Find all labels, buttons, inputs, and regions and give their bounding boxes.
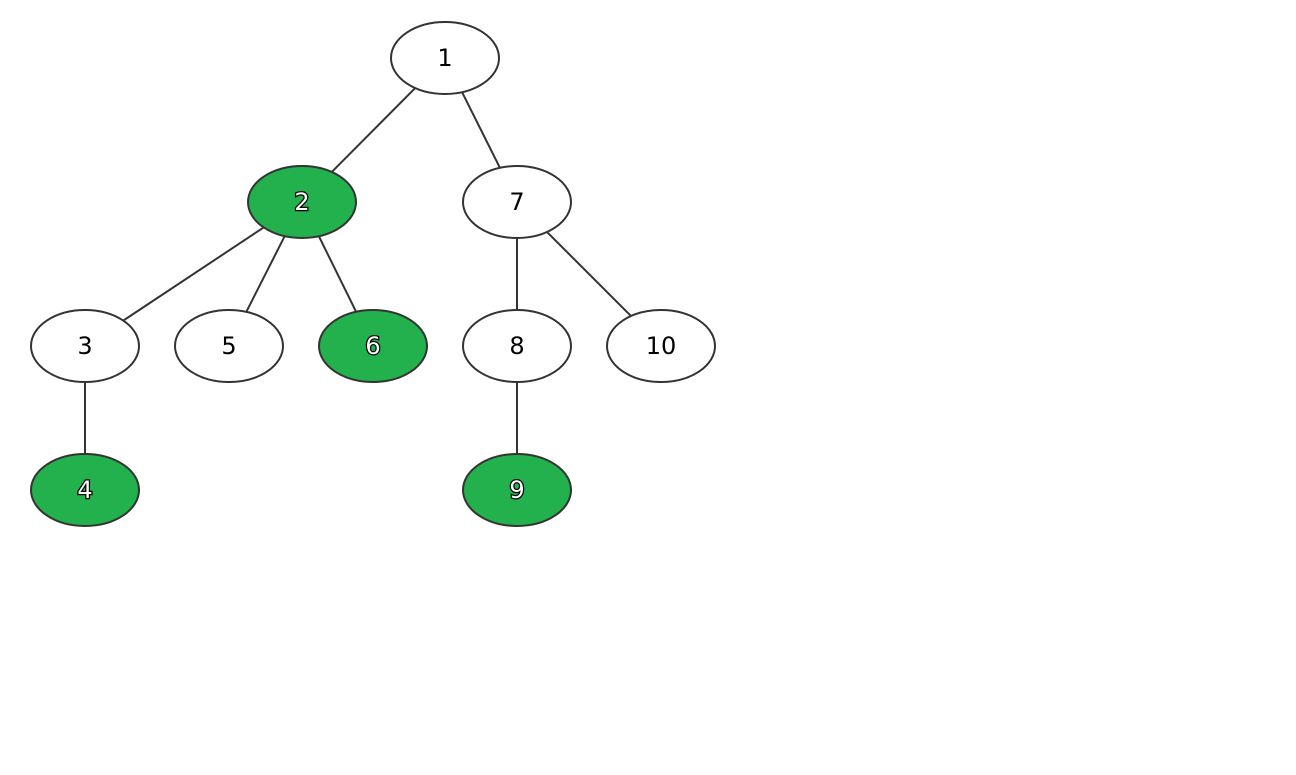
node-label: 9 — [509, 476, 524, 504]
edge-n7-n10 — [546, 231, 632, 317]
tree-node-8: 8 — [462, 309, 572, 383]
node-label: 5 — [221, 332, 236, 360]
node-label: 1 — [437, 44, 452, 72]
node-ellipse — [30, 453, 140, 527]
node-label: 4 — [77, 476, 92, 504]
tree-node-2: 2 — [247, 165, 357, 239]
node-label: 7 — [509, 188, 524, 216]
edge-n2-n3 — [122, 226, 265, 322]
node-label: 10 — [646, 332, 677, 360]
node-label: 2 — [294, 188, 309, 216]
node-ellipse — [462, 165, 572, 239]
tree-node-10: 10 — [606, 309, 716, 383]
edge-n2-n6 — [317, 235, 358, 313]
node-ellipse — [606, 309, 716, 383]
node-label: 3 — [77, 332, 92, 360]
node-ellipse — [30, 309, 140, 383]
node-label: 8 — [509, 332, 524, 360]
node-ellipse — [174, 309, 284, 383]
tree-node-3: 3 — [30, 309, 140, 383]
tree-node-6: 6 — [318, 309, 428, 383]
tree-node-1: 1 — [390, 21, 500, 95]
edge-n2-n5 — [245, 235, 286, 313]
edge-n1-n2 — [331, 87, 416, 173]
tree-node-4: 4 — [30, 453, 140, 527]
node-ellipse — [247, 165, 357, 239]
tree-node-5: 5 — [174, 309, 284, 383]
node-ellipse — [318, 309, 428, 383]
node-label: 6 — [365, 332, 380, 360]
tree-node-7: 7 — [462, 165, 572, 239]
edge-n1-n7 — [461, 91, 501, 169]
tree-node-9: 9 — [462, 453, 572, 527]
node-ellipse — [390, 21, 500, 95]
nodes-layer: 1 2 7 3 5 6 8 10 4 9 — [30, 21, 716, 527]
node-ellipse — [462, 453, 572, 527]
edges-layer — [84, 87, 632, 454]
node-ellipse — [462, 309, 572, 383]
